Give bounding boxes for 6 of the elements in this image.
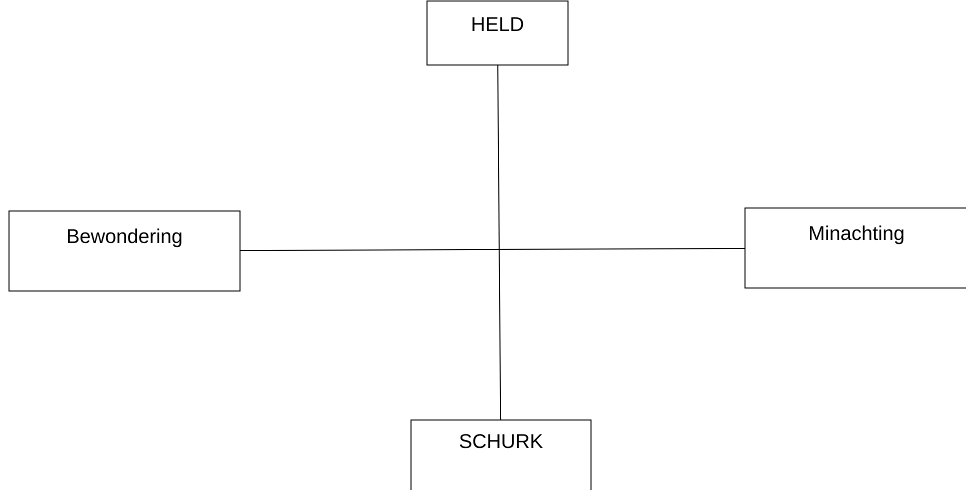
label-box: HELD (426, 0, 568, 66)
connector-line (497, 65, 502, 420)
label-box: SCHURK (410, 420, 592, 490)
connector-line (240, 248, 745, 252)
label-box: Bewondering (8, 210, 240, 292)
label-box: Minachting (744, 208, 966, 288)
